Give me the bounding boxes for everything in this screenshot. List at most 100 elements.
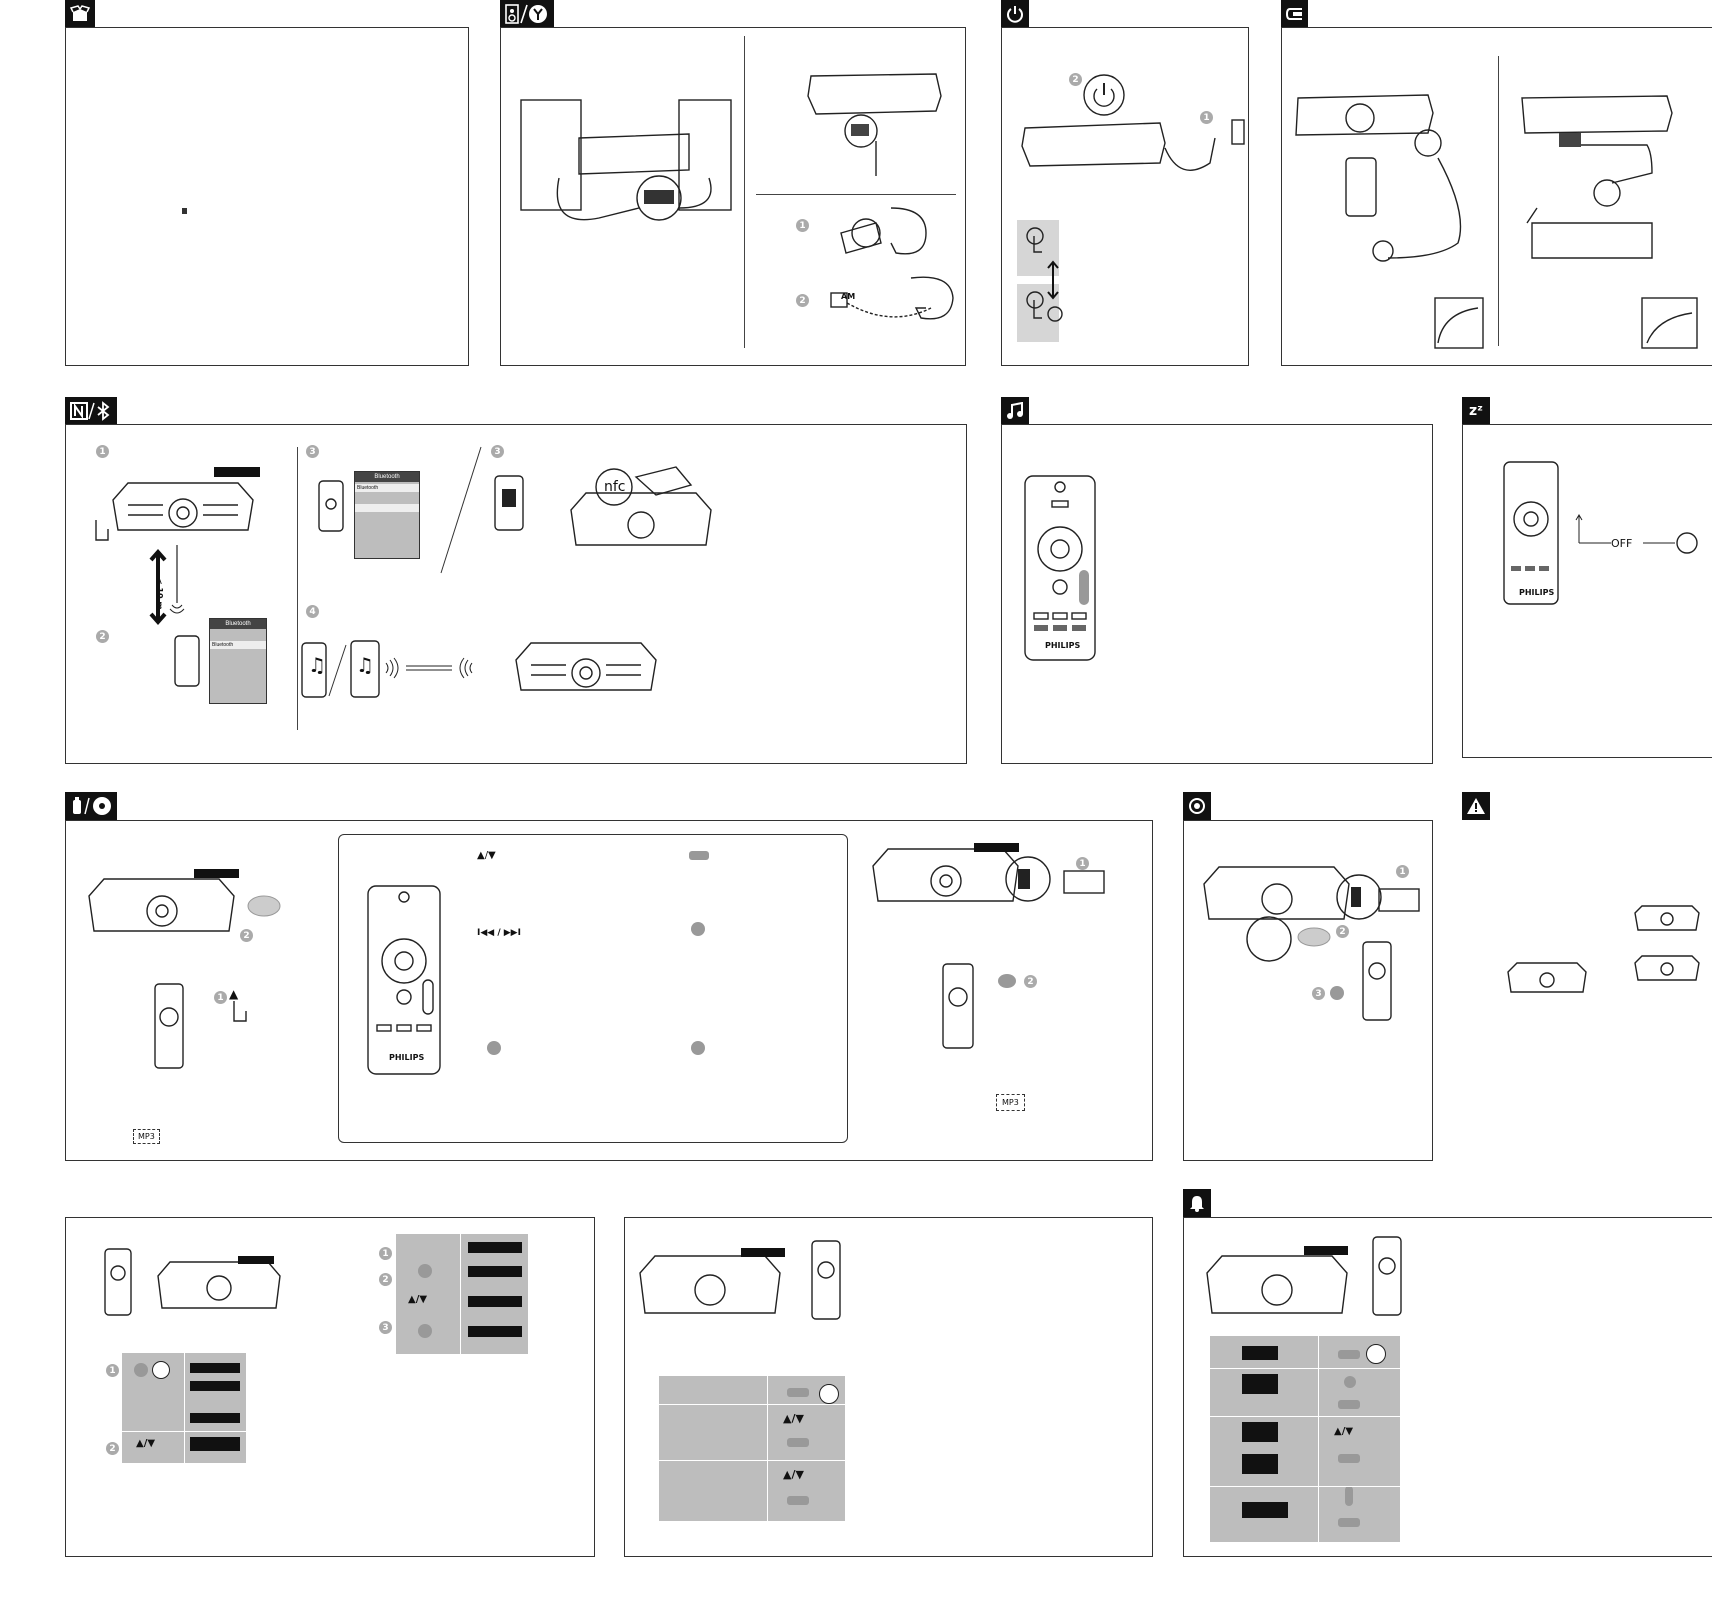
- play-pause-button: [487, 1041, 501, 1055]
- remote-control-illustration: [1024, 475, 1096, 661]
- boombox-usb-disc-illustration: [1203, 866, 1420, 962]
- clock-icon: [152, 1361, 170, 1379]
- off-label: OFF: [1611, 537, 1633, 550]
- up-down-arrows-label: ▲/▼: [1334, 1426, 1354, 1437]
- display-row: [468, 1266, 522, 1277]
- display-row: [190, 1413, 240, 1423]
- nfc-label: nfc: [604, 479, 626, 495]
- display-row: [190, 1437, 240, 1451]
- section-tab-sleep: zᶻ: [1462, 397, 1490, 425]
- step-badge-2: 2: [106, 1442, 119, 1455]
- section-tab-music: [1001, 397, 1029, 425]
- panel-clock-setting: 1 ▲/▼ 2 ▲/▼ 1 2 3: [65, 1217, 595, 1557]
- bluetooth-row: Bluetooth: [355, 484, 419, 492]
- small-mark: [182, 208, 187, 214]
- panel-timer: ▲/▼ ▲/▼: [624, 1217, 1153, 1557]
- timer-button: [1338, 1350, 1360, 1359]
- boombox-small-illustration: [1634, 955, 1700, 981]
- boombox-small-illustration: [1634, 905, 1700, 931]
- section-tab-nfc-bluetooth: [65, 397, 117, 425]
- remote-control-illustration: [811, 1240, 841, 1320]
- source-button: [1344, 1376, 1356, 1388]
- section-tab-speaker-antenna: [500, 0, 554, 28]
- remote-brand-label: PHILIPS: [1045, 641, 1081, 650]
- mp3-badge: MP3: [133, 1129, 160, 1144]
- panel-divider: [744, 36, 745, 348]
- usb-disc-icon: [70, 796, 112, 816]
- remote-brand-label: PHILIPS: [389, 1053, 425, 1062]
- record-icon: [1188, 797, 1206, 815]
- timer-button: [1338, 1454, 1360, 1463]
- panel-nfc-bluetooth: 1 < 10 m 2 Bluetooth Bluetooth 3 Bluetoo…: [65, 424, 967, 764]
- step-badge-1: 1: [1076, 857, 1089, 870]
- music-note-icon: [1006, 402, 1024, 420]
- timer-button: [1338, 1400, 1360, 1409]
- display-callout: [238, 1256, 274, 1264]
- main-unit-rear-illustration: [807, 73, 942, 176]
- display-callout: [194, 869, 239, 878]
- bluetooth-settings-screen: Bluetooth Bluetooth: [209, 618, 267, 704]
- bluetooth-row: Bluetooth: [210, 641, 266, 649]
- bluetooth-screen-title: Bluetooth: [210, 619, 266, 629]
- boombox-disc-illustration: [88, 878, 281, 932]
- clock-button: [418, 1324, 432, 1338]
- boombox-illustration: [157, 1261, 281, 1309]
- distance-arrow: [149, 548, 167, 626]
- repeat-button: [691, 1041, 705, 1055]
- hand-press-hold-icon: [1026, 291, 1063, 322]
- boombox-nfc-tap-illustration: [570, 466, 712, 546]
- hand-press-icon: [95, 520, 109, 541]
- step-badge-1: 1: [796, 219, 809, 232]
- bluetooth-stream-arrows: [385, 657, 473, 679]
- section-tab-power: [1001, 0, 1029, 28]
- display-callout: [974, 843, 1019, 852]
- am-antenna-assembly-illustration: [840, 207, 927, 255]
- bluetooth-screen-title: Bluetooth: [355, 472, 419, 482]
- remote-control-illustration: [1372, 1236, 1402, 1316]
- remote-control-illustration: [1503, 461, 1559, 605]
- speaker-antenna-icon: [505, 3, 549, 25]
- boombox-illustration: [515, 642, 657, 691]
- panel-record: 1 2 3: [1183, 820, 1433, 1161]
- panel-speaker-antenna: 1 2 AM: [500, 27, 966, 366]
- clock-steps-table: ▲/▼: [122, 1353, 246, 1463]
- record-button: [1330, 986, 1344, 1000]
- up-down-arrows-label: ▲/▼: [477, 850, 496, 861]
- up-down-arrows-label: ▲/▼: [783, 1468, 804, 1481]
- timer-steps-table: ▲/▼ ▲/▼: [659, 1376, 845, 1521]
- clock-icon: [1366, 1344, 1386, 1364]
- section-tab-usb-disc: [65, 792, 117, 820]
- main-unit-power-cord-illustration: [1021, 119, 1245, 171]
- boombox-mp3-connection-illustration: [1295, 94, 1484, 349]
- step-badge-1: 1: [106, 1364, 119, 1377]
- panel-music: PHILIPS: [1001, 424, 1433, 764]
- hand-press-icon: [1026, 227, 1044, 253]
- step-badge-2: 2: [1024, 975, 1037, 988]
- up-down-arrows-label: ▲/▼: [783, 1412, 804, 1425]
- usb-source-button: [998, 974, 1016, 988]
- step-badge-1: 1: [379, 1247, 392, 1260]
- mp3-badge: MP3: [996, 1094, 1025, 1111]
- step-badge-1: 1: [1396, 865, 1409, 878]
- panel-divider: [297, 447, 298, 730]
- hand-press-icon: [233, 1001, 247, 1022]
- step-badge-3: 3: [379, 1321, 392, 1334]
- boombox-illustration: [639, 1255, 781, 1314]
- step-badge-3: 3: [1312, 987, 1325, 1000]
- step-badge-2: 2: [96, 630, 109, 643]
- panel-divider-h: [756, 194, 956, 195]
- remote-control-illustration: [154, 983, 184, 1069]
- timer-button: [787, 1496, 809, 1505]
- phone-search-illustration: [318, 480, 344, 532]
- nfc-phone-illustration: [494, 475, 524, 531]
- section-tab-warning: [1462, 792, 1490, 820]
- phone-illustration: [174, 635, 200, 687]
- diagonal-separator: [440, 446, 482, 574]
- display-row: [468, 1326, 522, 1337]
- box-open-icon: [70, 4, 90, 24]
- volume-slider-icon: [1345, 1486, 1353, 1506]
- panel-divider: [1498, 56, 1499, 346]
- step-badge-2: 2: [1069, 73, 1082, 86]
- display-callout: [1304, 1246, 1348, 1255]
- music-note-icon: ♫: [356, 653, 374, 677]
